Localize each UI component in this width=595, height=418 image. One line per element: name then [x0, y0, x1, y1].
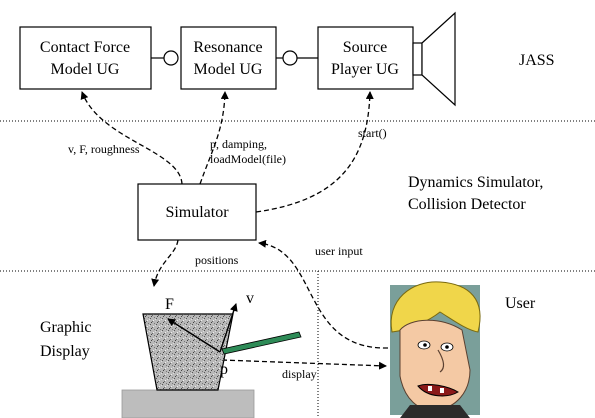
contact-point-label: p — [220, 361, 228, 378]
zone-label-user: User — [505, 295, 536, 312]
contact-force-line2: Model UG — [51, 61, 120, 78]
graphic-scene: F v p — [121, 290, 302, 418]
edge-simulator-to-source-player — [255, 91, 374, 213]
connector-contact-resonance — [151, 50, 179, 66]
resonance-node: Resonance Model UG — [180, 26, 277, 90]
zone-label-dynamics-1: Dynamics Simulator, — [408, 174, 543, 191]
probe-stick — [221, 331, 302, 355]
force-label: F — [165, 296, 174, 313]
edge-label-display: display — [282, 367, 317, 381]
edge-user-to-simulator — [258, 239, 389, 349]
resonance-line1: Resonance — [193, 39, 262, 56]
zone-label-graphic-1: Graphic — [40, 319, 92, 336]
edge-simulator-to-contact-force — [80, 91, 183, 185]
edge-label-user-input: user input — [315, 244, 363, 258]
edge-label-p-damping: p, damping, — [210, 137, 267, 151]
speaker-icon — [412, 11, 456, 107]
connector-resonance-source — [276, 50, 318, 66]
source-player-line1: Source — [343, 39, 387, 56]
zone-label-dynamics-2: Collision Detector — [408, 196, 526, 213]
zone-label-jass: JASS — [519, 52, 555, 69]
force-arrow — [167, 318, 221, 353]
simulator-label: Simulator — [165, 204, 229, 221]
velocity-arrow — [219, 303, 238, 353]
edge-simulator-to-resonance — [199, 91, 229, 185]
edge-graphic-to-user — [221, 359, 387, 370]
floor-block — [121, 389, 255, 418]
edge-label-start: start() — [358, 126, 387, 140]
source-player-node: Source Player UG — [317, 26, 414, 90]
zone-label-graphic-2: Display — [40, 343, 90, 360]
edge-label-load-model: loadModel(file) — [210, 152, 286, 166]
source-player-line2: Player UG — [331, 61, 399, 78]
contact-force-line1: Contact Force — [40, 39, 130, 56]
simulator-node: Simulator — [137, 183, 257, 241]
speckled-block — [142, 313, 234, 391]
velocity-label: v — [246, 290, 254, 307]
edge-simulator-to-graphic — [151, 239, 179, 287]
edge-label-v-f-roughness: v, F, roughness — [68, 142, 140, 156]
user-character-image — [390, 281, 481, 418]
resonance-line2: Model UG — [194, 61, 263, 78]
edge-label-positions: positions — [195, 253, 239, 267]
contact-force-node: Contact Force Model UG — [19, 26, 152, 90]
